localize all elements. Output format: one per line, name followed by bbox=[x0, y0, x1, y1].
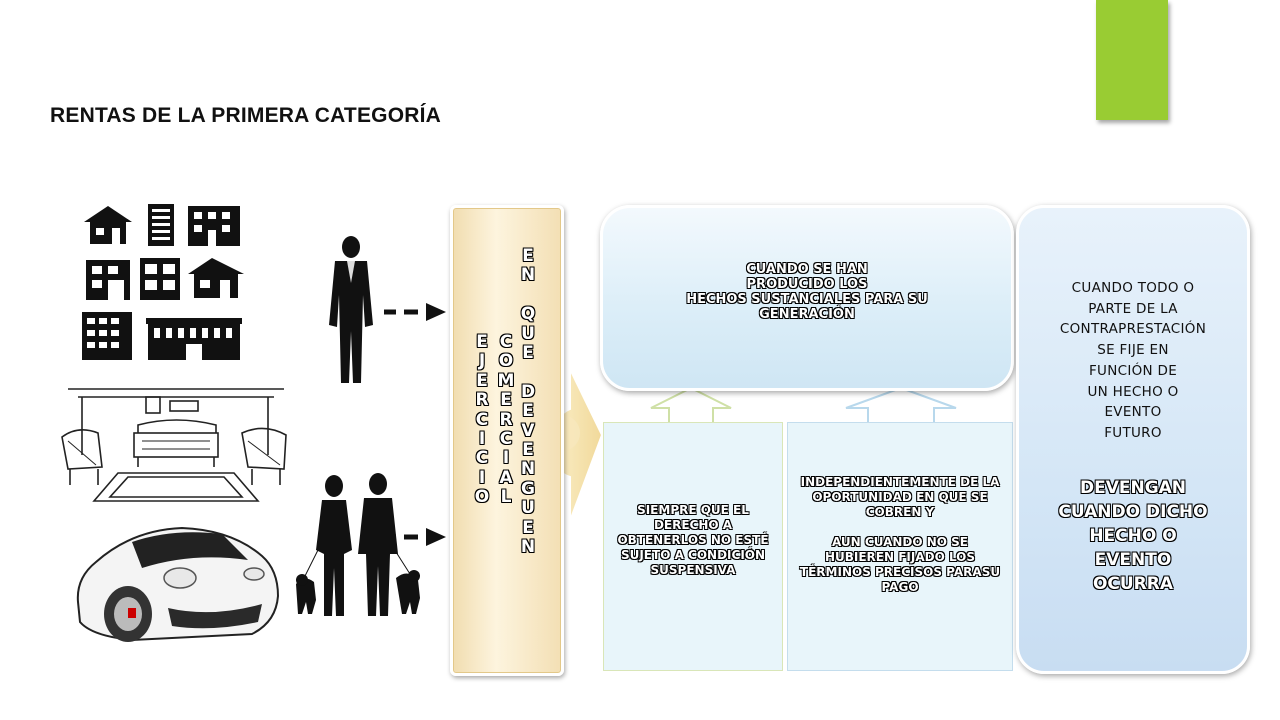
box-right-line: CUANDO TODO O bbox=[1071, 280, 1195, 296]
vertical-letter: L bbox=[500, 487, 512, 508]
box-top-line: GENERACIÓN bbox=[759, 307, 855, 322]
vertical-letter: M bbox=[497, 370, 515, 391]
future-event-box: CUANDO TODO O PARTE DE LA CONTRAPRESTACI… bbox=[1016, 205, 1250, 674]
box-right-line: FUNCIÓN DE bbox=[1088, 362, 1178, 379]
box-right-line: EVENTO bbox=[1104, 404, 1162, 421]
box-top-line: HECHOS SUSTANCIALES PARA SU bbox=[686, 292, 928, 307]
emphasis-line: CUANDO DICHO bbox=[1058, 502, 1208, 522]
emphasis-line: DEVENGAN bbox=[1079, 478, 1187, 498]
vertical-letter: N bbox=[520, 459, 536, 480]
vertical-letter: U bbox=[521, 498, 535, 519]
vertical-letter: G bbox=[521, 478, 535, 499]
vertical-letter: D bbox=[520, 381, 536, 402]
box-left-line: SUSPENSIVA bbox=[650, 563, 736, 577]
box-top-line: CUANDO SE HAN bbox=[746, 262, 868, 277]
vertical-letter: I bbox=[478, 429, 486, 450]
vertical-letter: E bbox=[522, 440, 534, 461]
vertical-letter: V bbox=[521, 420, 535, 441]
box-mid-line: AUN CUANDO NO SE bbox=[832, 535, 968, 549]
vertical-letter: R bbox=[499, 409, 513, 430]
box-left-line: SUJETO A CONDICIÓN bbox=[620, 548, 766, 562]
box-mid-line: HUBIEREN FIJADO LOS bbox=[824, 550, 976, 564]
produced-facts-box: CUANDO SE HAN PRODUCIDO LOS HECHOS SUSTA… bbox=[600, 205, 1014, 391]
vertical-letter: O bbox=[474, 487, 490, 508]
vertical-letter: E bbox=[522, 343, 534, 364]
box-mid-line: TÉRMINOS PRECISOS PARASU bbox=[799, 565, 1001, 579]
vertical-letter: C bbox=[475, 409, 489, 430]
emphasis-line: HECHO O bbox=[1089, 526, 1177, 546]
family-silhouette-icon bbox=[296, 473, 420, 616]
page-title: RENTAS DE LA PRIMERA CATEGORÍA bbox=[50, 104, 442, 127]
sports-car-illustration bbox=[76, 526, 280, 642]
living-room-illustration bbox=[58, 385, 294, 505]
box-right-line: SE FIJE EN bbox=[1097, 342, 1169, 359]
box-right-line: PARTE DE LA bbox=[1088, 300, 1178, 317]
emphasis-line: EVENTO bbox=[1094, 550, 1172, 570]
devengan-emphasis: DEVENGAN CUANDO DICHO HECHO O EVENTO OCU… bbox=[1025, 476, 1241, 596]
vertical-letter: I bbox=[502, 448, 510, 469]
vertical-letter: Q bbox=[520, 304, 536, 325]
vertical-letter: N bbox=[520, 265, 536, 286]
vertical-letter: O bbox=[498, 351, 514, 372]
emphasis-line: OCURRA bbox=[1092, 574, 1174, 594]
vertical-letter bbox=[513, 363, 543, 382]
box-right-line: CONTRAPRESTACIÓN bbox=[1059, 321, 1207, 338]
opportunity-box: INDEPENDIENTEMENTE DE LA OPORTUNIDAD EN … bbox=[787, 422, 1013, 671]
condition-box: SIEMPRE QUE EL DERECHO A OBTENERLOS NO E… bbox=[603, 422, 783, 671]
businessman-silhouette-icon bbox=[329, 236, 373, 383]
vertical-letter: A bbox=[499, 467, 513, 488]
accent-bar bbox=[1096, 0, 1168, 120]
vertical-letter: U bbox=[521, 323, 535, 344]
vertical-letter: E bbox=[522, 246, 534, 266]
dashed-arrow-icon bbox=[384, 303, 446, 321]
box-left-line: OBTENERLOS NO ESTÉ bbox=[617, 533, 769, 547]
vertical-letter: E bbox=[522, 401, 534, 422]
box-left-line: DERECHO A bbox=[653, 518, 733, 532]
vertical-letter: I bbox=[478, 467, 486, 488]
vertical-letter: J bbox=[478, 351, 486, 372]
future-event-description: CUANDO TODO O PARTE DE LA CONTRAPRESTACI… bbox=[1025, 278, 1241, 444]
box-top-line: PRODUCIDO LOS bbox=[746, 277, 868, 292]
building-icons-grid bbox=[82, 204, 244, 360]
vertical-letter bbox=[513, 286, 543, 305]
box-left-line: SIEMPRE QUE EL bbox=[637, 503, 749, 517]
vertical-letter: E bbox=[476, 370, 488, 391]
vertical-letter: R bbox=[475, 390, 489, 411]
box-mid-line: PAGO bbox=[881, 580, 919, 594]
box-mid-line: OPORTUNIDAD EN QUE SE bbox=[812, 490, 988, 504]
vertical-letter: E bbox=[500, 390, 512, 411]
up-arrow-icon bbox=[650, 386, 732, 425]
up-arrow-icon bbox=[845, 386, 957, 425]
vertical-letter: C bbox=[475, 448, 489, 469]
box-right-line: UN HECHO O bbox=[1087, 383, 1179, 400]
box-mid-line: INDEPENDIENTEMENTE DE LA bbox=[800, 475, 1000, 489]
vertical-letter: E bbox=[522, 517, 534, 538]
box-mid-line: COBREN Y bbox=[865, 505, 935, 519]
box-right-line: FUTURO bbox=[1104, 424, 1162, 441]
vertical-letter: C bbox=[499, 332, 513, 352]
vertical-letter: N bbox=[520, 537, 536, 558]
vertical-letter: E bbox=[476, 332, 488, 352]
vertical-letter: C bbox=[499, 429, 513, 450]
